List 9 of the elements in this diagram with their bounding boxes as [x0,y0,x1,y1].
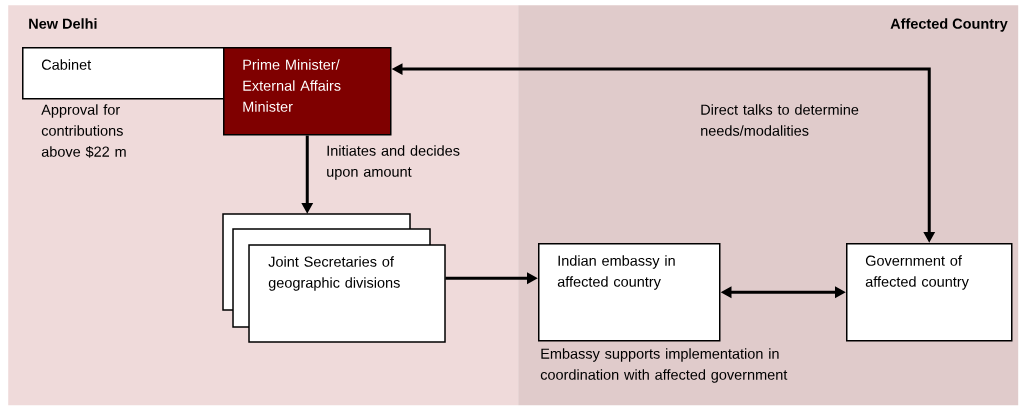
edge-label: Direct talks to determine needs/modalities [701,104,859,136]
process-box: Indian embassy in affected country [538,243,721,342]
stacked-boxes: Joint Secretaries of geographic divisions [222,213,446,343]
note-text: Embassy supports implementation in coordination with affected government [540,348,788,383]
edge-label: Initiates and decides upon amount [327,145,460,180]
process-box: Government of affected country [846,243,1013,342]
note-text: Approval for contributions above $22 m [41,104,126,158]
process-box: Cabinet [22,47,226,100]
process-box: Prime Minister/ External Affairs Minister [223,47,392,136]
